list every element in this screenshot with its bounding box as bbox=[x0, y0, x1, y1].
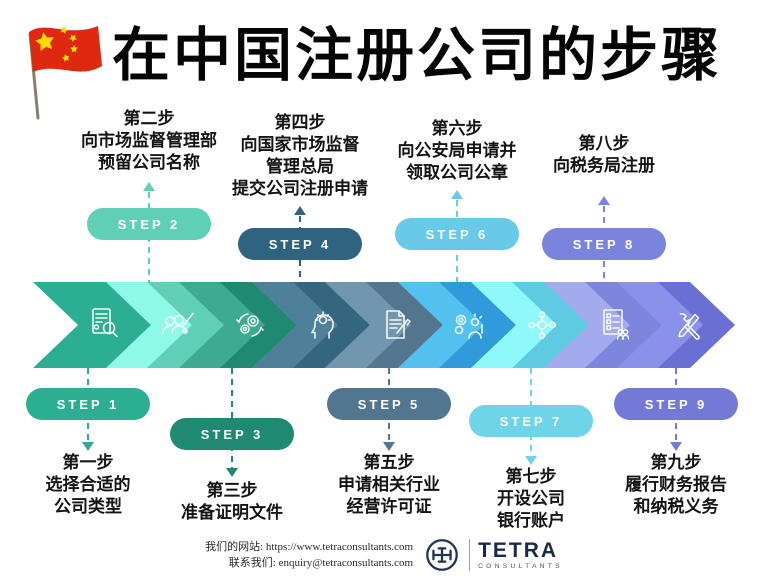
connector-dash bbox=[148, 192, 150, 282]
logo-divider bbox=[469, 539, 471, 571]
step-5-pill: STEP 5 bbox=[327, 388, 451, 420]
step-4-text: 第四步向国家市场监督 管理总局提交公司注册申请 bbox=[232, 113, 368, 198]
contact-email: enquiry@tetraconsultants.com bbox=[278, 557, 414, 569]
footer: 我们的网站: https://www.tetraconsultants.com … bbox=[0, 536, 768, 574]
tetra-logo-icon bbox=[426, 539, 458, 571]
step-2-pill: STEP 2 bbox=[87, 208, 211, 240]
step-6-text: 第六步向公安局申请并领取公司公章 bbox=[397, 119, 517, 182]
step-8-pill: STEP 8 bbox=[542, 228, 666, 260]
checklist-people-icon bbox=[603, 309, 630, 340]
step-9-text: 第九步履行财务报告和纳税义务 bbox=[625, 453, 727, 516]
connector-dash bbox=[299, 216, 301, 282]
connector-dash bbox=[388, 368, 390, 442]
arrow-down-icon bbox=[670, 442, 682, 451]
step-1-pill: STEP 1 bbox=[26, 388, 150, 420]
arrow-down-icon bbox=[383, 442, 395, 451]
arrow-up-icon bbox=[451, 190, 463, 199]
step-6-pill: STEP 6 bbox=[395, 218, 519, 250]
page-title: 在中国注册公司的步骤 bbox=[112, 23, 723, 88]
brand-subtitle: CONSULTANTS bbox=[478, 562, 563, 570]
connector-dash bbox=[87, 368, 89, 442]
arrow-up-icon bbox=[143, 182, 155, 191]
arrow-up-icon bbox=[598, 196, 610, 205]
website-url: https://www.tetraconsultants.com bbox=[265, 541, 414, 553]
step-1-text: 第一步选择合适的公司类型 bbox=[45, 453, 131, 516]
network-hub-icon bbox=[528, 311, 556, 339]
step-3-text: 第三步准备证明文件 bbox=[181, 481, 283, 522]
arrow-down-icon bbox=[226, 468, 238, 477]
brand-logo: TETRA CONSULTANTS bbox=[423, 536, 563, 574]
step-8-text: 第八步向税务局注册 bbox=[553, 134, 655, 175]
arrow-down-icon bbox=[82, 442, 94, 451]
document-pencil-icon bbox=[386, 310, 411, 339]
step-9-pill: STEP 9 bbox=[614, 388, 738, 420]
connector-dash bbox=[675, 368, 677, 442]
contact-label: 联系我们: bbox=[228, 557, 276, 569]
contact-info: 我们的网站: https://www.tetraconsultants.com … bbox=[205, 539, 413, 571]
innovation-gears-person-icon bbox=[454, 313, 483, 339]
website-label: 我们的网站: bbox=[205, 541, 264, 553]
connector-dash bbox=[456, 200, 458, 282]
arrow-up-icon bbox=[294, 206, 306, 215]
connector-dash bbox=[530, 368, 532, 456]
china-flag-icon bbox=[28, 24, 102, 120]
arrow-down-icon bbox=[525, 456, 537, 465]
connector-dash bbox=[603, 206, 605, 282]
brand-name: TETRA bbox=[478, 538, 559, 562]
step-5-text: 第五步申请相关行业经营许可证 bbox=[338, 453, 440, 516]
document-search-icon bbox=[92, 308, 118, 338]
gears-process-icon bbox=[236, 313, 264, 337]
step-7-pill: STEP 7 bbox=[469, 405, 593, 437]
team-edit-icon bbox=[162, 312, 194, 334]
step-3-pill: STEP 3 bbox=[170, 418, 294, 450]
idea-head-icon bbox=[311, 311, 334, 339]
step-4-pill: STEP 4 bbox=[238, 228, 362, 260]
process-arrow-band bbox=[33, 282, 735, 368]
tools-icon bbox=[678, 313, 700, 340]
connector-dash bbox=[231, 368, 233, 468]
step-7-text: 第七步开设公司银行账户 bbox=[497, 467, 565, 530]
